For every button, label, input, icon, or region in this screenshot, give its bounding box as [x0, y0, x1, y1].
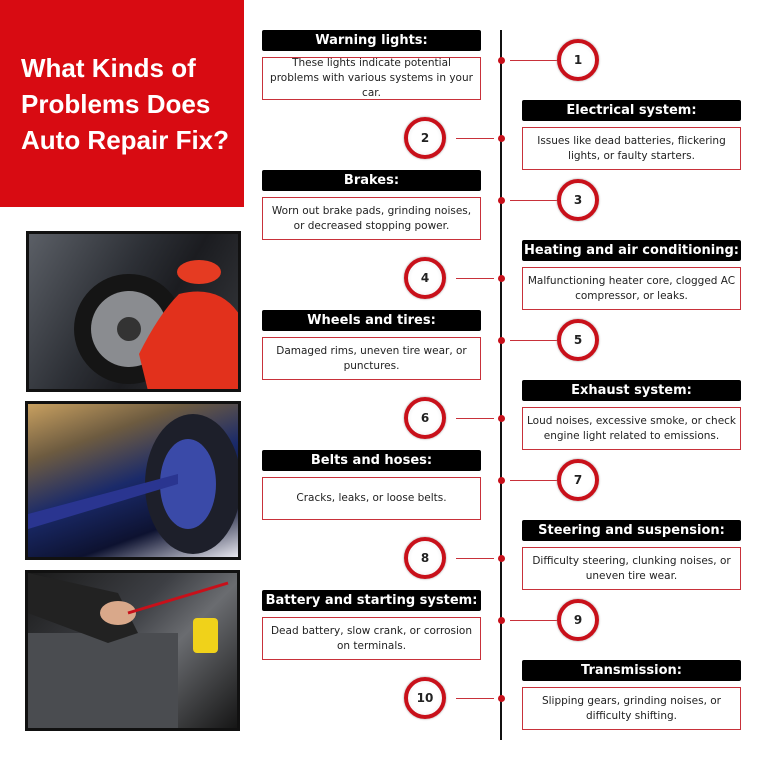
item-heading: Wheels and tires:	[262, 310, 481, 331]
item-heading: Battery and starting system:	[262, 590, 481, 611]
item-heading: Electrical system:	[522, 100, 741, 121]
step-number-circle: 4	[404, 257, 446, 299]
item-description: Damaged rims, uneven tire wear, or punct…	[262, 337, 481, 380]
undercarriage-illustration	[28, 414, 238, 554]
engine-illustration	[28, 573, 229, 728]
item-heading: Warning lights:	[262, 30, 481, 51]
item-description: These lights indicate potential problems…	[262, 57, 481, 100]
timeline-dot	[498, 135, 505, 142]
timeline-dot	[498, 275, 505, 282]
timeline-dot	[498, 197, 505, 204]
connector-line	[456, 278, 494, 279]
item-description: Dead battery, slow crank, or corrosion o…	[262, 617, 481, 660]
item-heading: Brakes:	[262, 170, 481, 191]
engine-battery-testing-photo	[25, 570, 240, 731]
step-number-circle: 2	[404, 117, 446, 159]
item-description: Issues like dead batteries, flickering l…	[522, 127, 741, 170]
step-number-circle: 6	[404, 397, 446, 439]
step-number-circle: 7	[557, 459, 599, 501]
item-description: Cracks, leaks, or loose belts.	[262, 477, 481, 520]
item-description: Worn out brake pads, grinding noises, or…	[262, 197, 481, 240]
item-description: Difficulty steering, clunking noises, or…	[522, 547, 741, 590]
page-title: What Kinds of Problems Does Auto Repair …	[21, 53, 230, 155]
step-number-circle: 3	[557, 179, 599, 221]
mechanic-tire-illustration	[74, 260, 238, 389]
item-heading: Steering and suspension:	[522, 520, 741, 541]
step-number-circle: 10	[404, 677, 446, 719]
step-number-circle: 1	[557, 39, 599, 81]
title-banner: What Kinds of Problems Does Auto Repair …	[0, 0, 244, 207]
item-heading: Heating and air conditioning:	[522, 240, 741, 261]
connector-line	[510, 480, 557, 481]
connector-line	[456, 698, 494, 699]
item-description: Malfunctioning heater core, clogged AC c…	[522, 267, 741, 310]
timeline-dot	[498, 695, 505, 702]
item-heading: Belts and hoses:	[262, 450, 481, 471]
timeline-dot	[498, 617, 505, 624]
item-description: Slipping gears, grinding noises, or diff…	[522, 687, 741, 730]
step-number-circle: 5	[557, 319, 599, 361]
timeline-dot	[498, 337, 505, 344]
connector-line	[510, 620, 557, 621]
connector-line	[456, 418, 494, 419]
connector-line	[510, 340, 557, 341]
item-heading: Transmission:	[522, 660, 741, 681]
item-heading: Exhaust system:	[522, 380, 741, 401]
step-number-circle: 8	[404, 537, 446, 579]
connector-line	[456, 558, 494, 559]
timeline-line	[500, 30, 502, 740]
timeline-dot	[498, 477, 505, 484]
item-description: Loud noises, excessive smoke, or check e…	[522, 407, 741, 450]
connector-line	[456, 138, 494, 139]
timeline-dot	[498, 555, 505, 562]
mechanic-tire-photo	[26, 231, 241, 392]
undercarriage-suspension-photo	[25, 401, 241, 560]
connector-line	[510, 60, 557, 61]
connector-line	[510, 200, 557, 201]
timeline-dot	[498, 415, 505, 422]
timeline-dot	[498, 57, 505, 64]
step-number-circle: 9	[557, 599, 599, 641]
